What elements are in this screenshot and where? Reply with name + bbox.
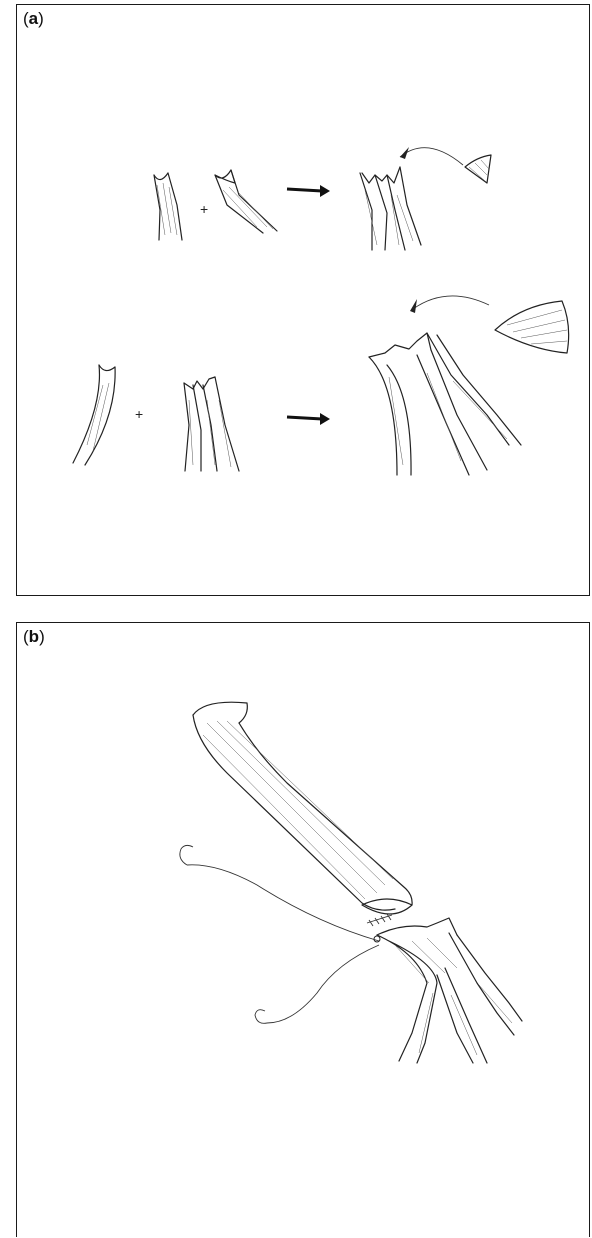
row2-arrow bbox=[287, 413, 330, 425]
graft-tube bbox=[193, 702, 412, 914]
anastomosis-suture-line bbox=[367, 914, 392, 926]
row1-patch bbox=[465, 155, 491, 183]
row1-joined-vessel bbox=[360, 167, 421, 250]
row2-vessel-middle bbox=[184, 377, 239, 471]
panel-a-drawing: + + bbox=[17, 5, 591, 597]
row1-plus-sign: + bbox=[200, 201, 208, 217]
row2-plus-sign: + bbox=[135, 406, 143, 422]
row1-arrow-curved bbox=[400, 147, 463, 165]
panel-a: (a) + bbox=[16, 4, 590, 596]
row2-patch bbox=[495, 301, 569, 353]
row2-joined-vessel bbox=[369, 333, 521, 475]
bifurcated-vessel bbox=[377, 918, 522, 1063]
row1-vessel-left bbox=[154, 173, 182, 240]
panel-b-drawing bbox=[17, 623, 591, 1238]
suture-knot bbox=[374, 936, 380, 942]
panel-b: (b) bbox=[16, 622, 590, 1237]
row2-arrow-curved bbox=[410, 296, 489, 313]
row1-vessel-right bbox=[215, 170, 277, 233]
row2-vessel-left bbox=[73, 365, 115, 465]
suture-needle-upper bbox=[180, 845, 379, 941]
suture-needle-lower bbox=[255, 945, 379, 1023]
row1-arrow bbox=[287, 185, 330, 197]
